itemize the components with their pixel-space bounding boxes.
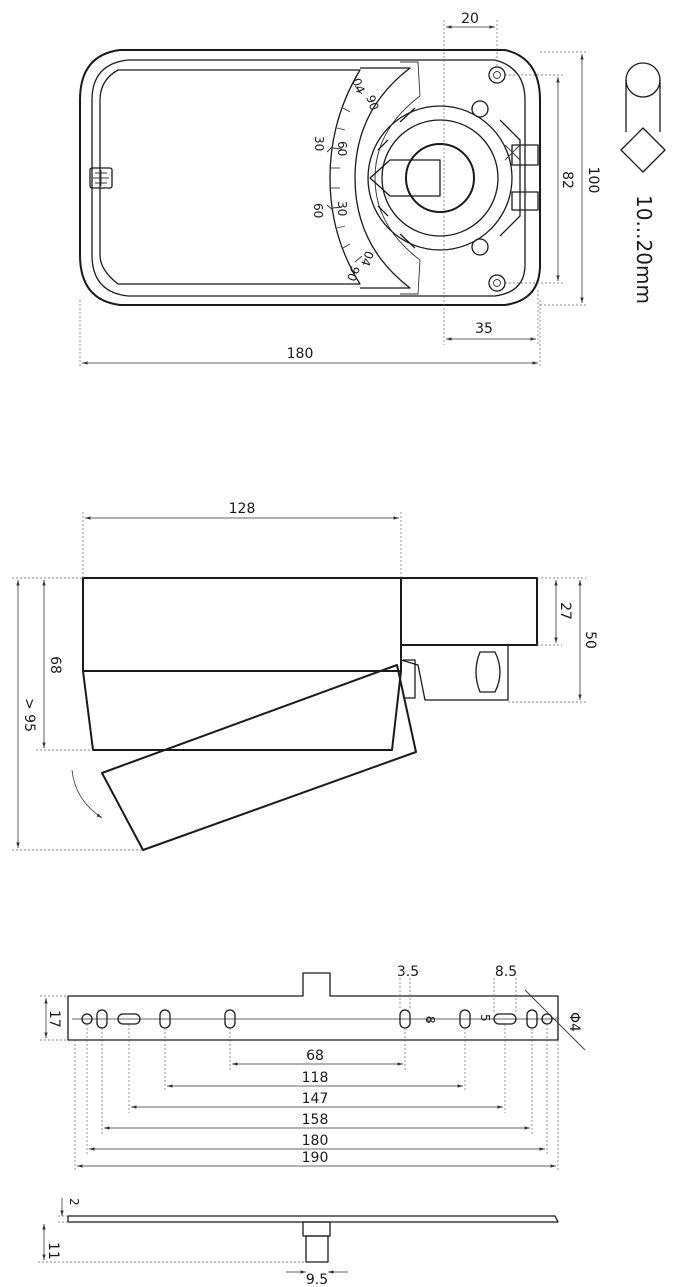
- shaft-symbol: [620, 62, 666, 173]
- scale-plate-edge: [374, 61, 421, 295]
- dim-118: 118: [302, 1070, 329, 1086]
- scale-ticks: [331, 107, 351, 249]
- dim-158: 158: [302, 1112, 329, 1128]
- mount-hole-bottom: [488, 274, 506, 292]
- dim-50: 50: [582, 631, 598, 649]
- cover-outline: [99, 69, 361, 285]
- clamp-jaw: [499, 119, 521, 237]
- dim-180: 180: [287, 346, 314, 362]
- scale-label: 60: [311, 203, 325, 218]
- housing-inner-outline: [91, 59, 526, 297]
- bracket-tab-lower: [305, 1235, 329, 1263]
- scale-label: 04: [349, 76, 367, 95]
- hub-ring: [381, 119, 499, 237]
- dim-27: 27: [557, 602, 573, 620]
- scale-label: 04: [358, 249, 376, 268]
- side-view: 128 68 > 95 27 50: [12, 501, 598, 851]
- shaft-slot: [475, 651, 501, 693]
- rotated-cover: [101, 664, 417, 851]
- dim-20: 20: [461, 11, 479, 27]
- rotation-arrow: [71, 769, 103, 819]
- dim-11: 11: [45, 1242, 61, 1260]
- bracket-plate-side: [67, 1215, 559, 1223]
- scale-label: 90: [344, 264, 362, 283]
- bracket-dims: 68 118 147 158 180 190: [74, 1024, 559, 1172]
- dim-17: 17: [46, 1010, 62, 1028]
- dim-128: 128: [229, 501, 256, 517]
- hub-bolt-top: [471, 100, 489, 118]
- bracket-clamp: [400, 644, 509, 701]
- dim-190: 190: [302, 1150, 329, 1166]
- dim-180b: 180: [302, 1133, 329, 1149]
- bracket-side: 2 11 9.5: [38, 1198, 559, 1287]
- dim-95: > 95: [21, 698, 37, 732]
- clamp-cross: [504, 144, 521, 161]
- dim-2: 2: [67, 1198, 81, 1206]
- clamp-block-top: [511, 144, 539, 166]
- override-button: [89, 167, 113, 189]
- dim-3-5: 3.5: [397, 964, 419, 980]
- actuator-body: [82, 577, 402, 672]
- top-view: 04 90 30 60 60 30 04 90: [79, 11, 666, 368]
- clamp-block-bottom: [511, 191, 539, 211]
- dim-8: 8: [423, 1016, 437, 1024]
- dim-35: 35: [475, 321, 493, 337]
- dim-9-5: 9.5: [306, 1272, 328, 1287]
- dim-8-5: 8.5: [495, 964, 517, 980]
- shaft-bore: [405, 143, 475, 213]
- dim-82: 82: [559, 171, 575, 189]
- scale-label: 60: [335, 141, 349, 156]
- dim-68: 68: [47, 656, 63, 674]
- hub-ribs: [377, 107, 416, 249]
- dim-147: 147: [302, 1091, 329, 1107]
- scale-label: 30: [335, 201, 349, 216]
- dim-5: 5: [478, 1014, 492, 1022]
- dim-68b: 68: [306, 1048, 324, 1064]
- bracket-outline: [67, 972, 559, 1041]
- clamp-pointer: [369, 159, 441, 197]
- mount-hole-top: [488, 66, 506, 84]
- lower-cover: [82, 670, 402, 751]
- bracket-front: 3.5 8.5 8 5 Φ4 17 68 118 147: [40, 964, 586, 1172]
- hub-bolt-bottom: [471, 238, 489, 256]
- scale-plate: [354, 67, 411, 289]
- shaft-range: 10...20mm: [632, 195, 656, 304]
- housing-outline: [79, 49, 541, 306]
- hub-outer: [367, 105, 513, 251]
- bracket-tab-side: [302, 1221, 331, 1237]
- scale-label: 90: [363, 93, 381, 112]
- actuator-upper-right: [400, 577, 538, 646]
- dim-100: 100: [585, 167, 601, 194]
- scale-label: 30: [312, 136, 326, 151]
- dim-phi4: Φ4: [566, 1012, 582, 1032]
